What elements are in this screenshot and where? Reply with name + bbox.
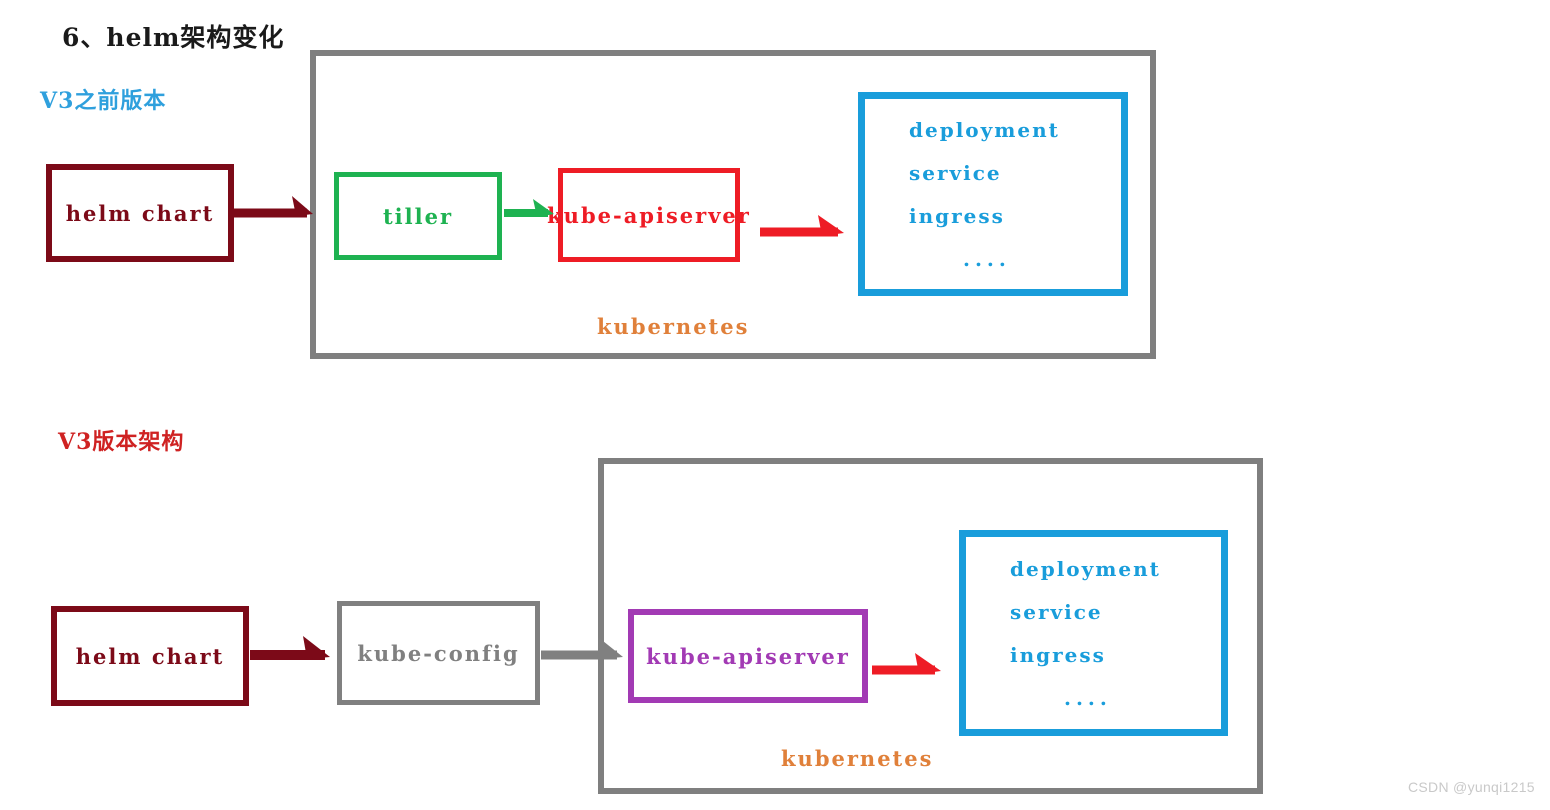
csdn-watermark: CSDN @yunqi1215 xyxy=(1408,779,1535,795)
node-tiller[interactable]: tiller xyxy=(334,172,502,260)
resource-item-ingress: ingress xyxy=(909,203,1005,228)
node-kube-apiserver-v2[interactable]: kube-apiserver xyxy=(547,168,749,262)
resource-item-service: service xyxy=(1010,599,1103,624)
page-title: 6、helm架构变化 xyxy=(62,23,285,52)
resource-item-deployment: deployment xyxy=(1010,556,1161,581)
kubernetes-container-v2 xyxy=(310,50,1156,359)
resource-item-deployment: deployment xyxy=(909,117,1060,142)
kubernetes-caption-v3: kubernetes xyxy=(781,746,934,771)
node-k8s-resources-v3[interactable]: deployment service ingress .... xyxy=(959,530,1228,736)
resource-item-ellipsis: .... xyxy=(1064,685,1112,710)
section-label-v3: V3版本架构 xyxy=(58,429,185,455)
node-label: kube-apiserver xyxy=(646,643,850,669)
node-label: kube-config xyxy=(357,640,520,666)
node-kube-config[interactable]: kube-config xyxy=(337,601,540,705)
node-label: tiller xyxy=(382,203,454,229)
node-helm-chart-v3[interactable]: helm chart xyxy=(51,606,249,706)
resource-item-service: service xyxy=(909,160,1002,185)
resource-item-ellipsis: .... xyxy=(963,246,1011,271)
node-kube-apiserver-v3[interactable]: kube-apiserver xyxy=(628,609,868,703)
arrow-helm-chart-to-kube-config xyxy=(250,636,330,660)
resource-item-ingress: ingress xyxy=(1010,642,1106,667)
node-label: kube-apiserver xyxy=(547,202,751,228)
node-k8s-resources-v2[interactable]: deployment service ingress .... xyxy=(858,92,1128,296)
resource-list-v3: deployment service ingress .... xyxy=(966,557,1161,710)
node-helm-chart-v2[interactable]: helm chart xyxy=(46,164,234,262)
kubernetes-container-v3 xyxy=(598,458,1263,794)
arrow-helm-chart-to-tiller xyxy=(234,196,313,218)
resource-list-v2: deployment service ingress .... xyxy=(865,118,1060,271)
node-label: helm chart xyxy=(65,200,215,226)
section-label-v2: V3之前版本 xyxy=(40,88,167,114)
kubernetes-caption-v2: kubernetes xyxy=(597,314,750,339)
node-label: helm chart xyxy=(75,643,225,669)
